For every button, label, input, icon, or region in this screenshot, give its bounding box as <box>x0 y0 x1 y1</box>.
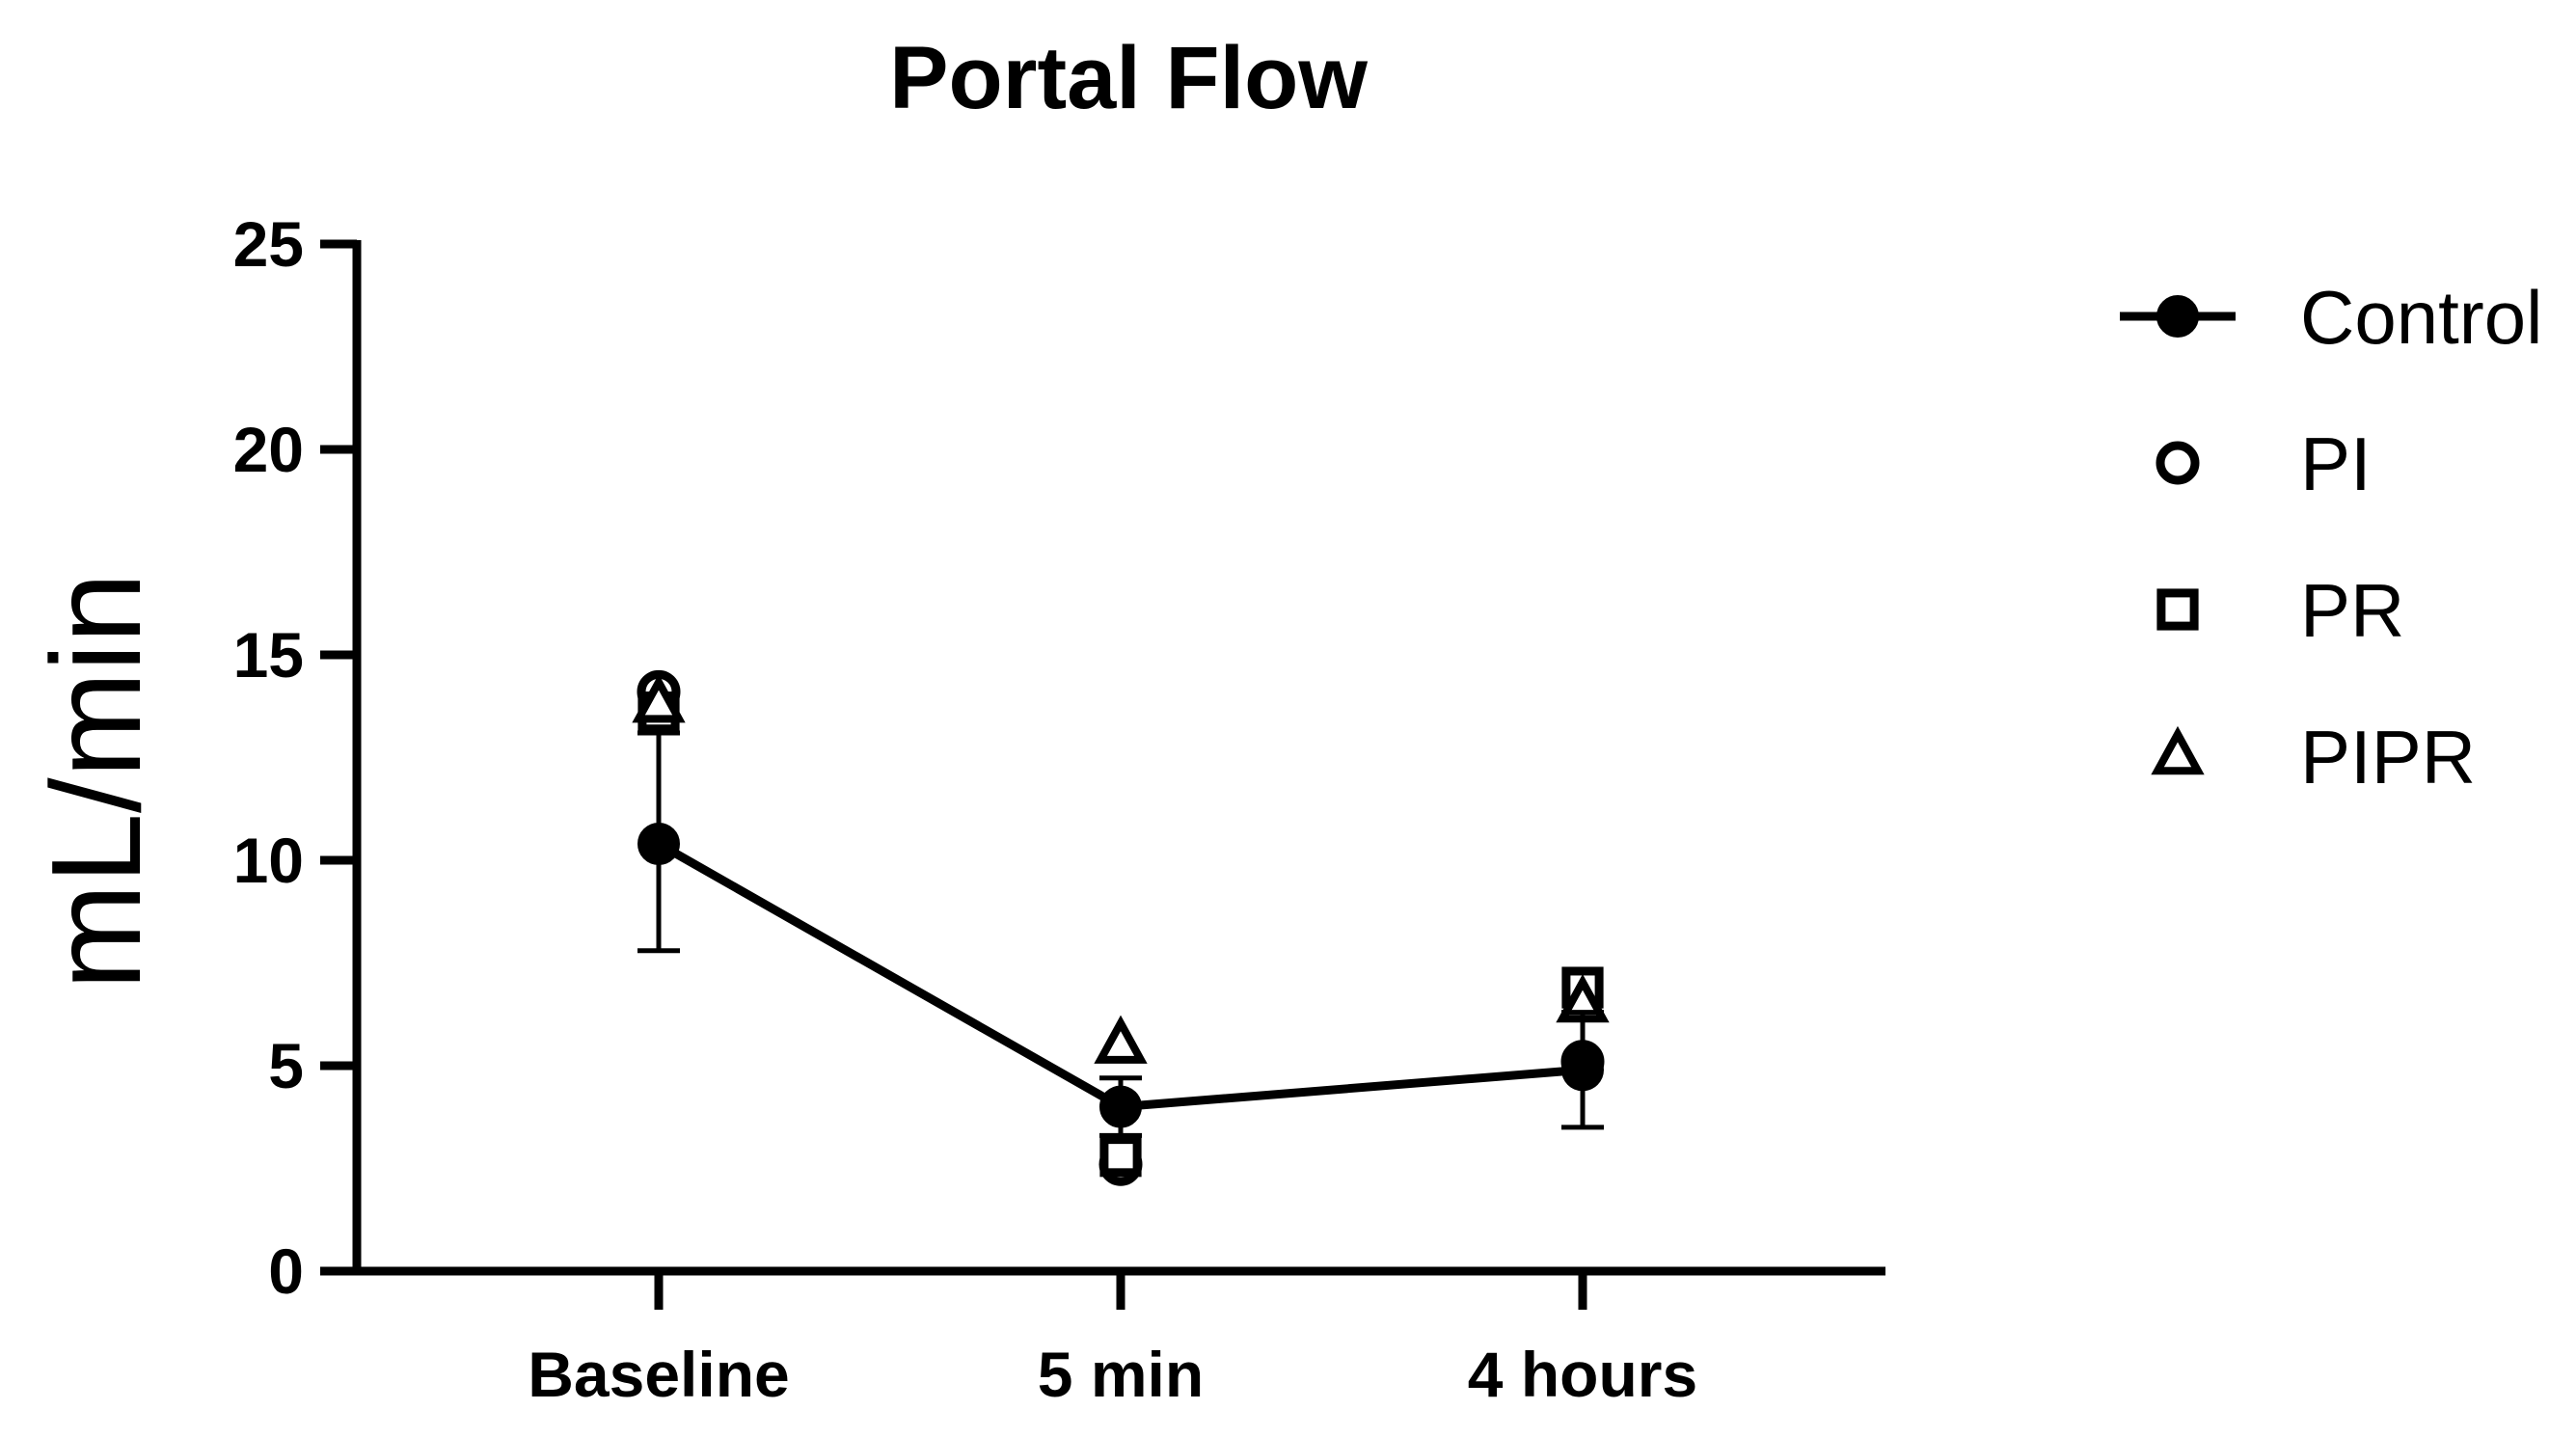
legend-item-pipr: PIPR <box>2151 715 2476 800</box>
legend-item-control: Control <box>2120 275 2542 360</box>
legend-marker-pr <box>2156 588 2199 631</box>
series-pipr <box>632 674 1610 1064</box>
legend-marker-pi <box>2156 441 2200 485</box>
y-tick-label: 15 <box>233 619 304 691</box>
series-line-control <box>656 840 1584 1112</box>
legend-label-pipr: PIPR <box>2300 715 2476 800</box>
series-control <box>637 730 1604 1138</box>
data-point-pipr <box>632 674 686 723</box>
y-tick-label: 20 <box>233 414 304 485</box>
legend-label-control: Control <box>2300 275 2542 360</box>
legend-marker-control <box>2156 295 2199 338</box>
x-tick-label: 4 hours <box>1468 1339 1697 1410</box>
y-tick-label: 25 <box>233 208 304 280</box>
y-tick-label: 10 <box>233 825 304 896</box>
x-tick-label: Baseline <box>528 1339 789 1410</box>
y-tick-label: 0 <box>268 1235 304 1307</box>
legend-marker-pipr <box>2151 725 2205 775</box>
data-point-control <box>1099 1085 1142 1128</box>
y-tick-label: 5 <box>268 1030 304 1101</box>
data-point-pipr <box>1094 1015 1148 1064</box>
x-tick-label: 5 min <box>1038 1339 1204 1410</box>
legend-label-pi: PI <box>2300 421 2372 506</box>
y-axis-label: mL/min <box>25 573 167 990</box>
chart-title: Portal Flow <box>889 29 1368 127</box>
legend-item-pi: PI <box>2156 421 2372 506</box>
legend-item-pr: PR <box>2156 568 2404 653</box>
data-point-control <box>637 822 680 865</box>
data-point-pr <box>1099 1135 1142 1178</box>
legend-label-pr: PR <box>2300 568 2404 653</box>
series-layer <box>632 669 1610 1186</box>
data-point-control <box>1561 1048 1604 1092</box>
